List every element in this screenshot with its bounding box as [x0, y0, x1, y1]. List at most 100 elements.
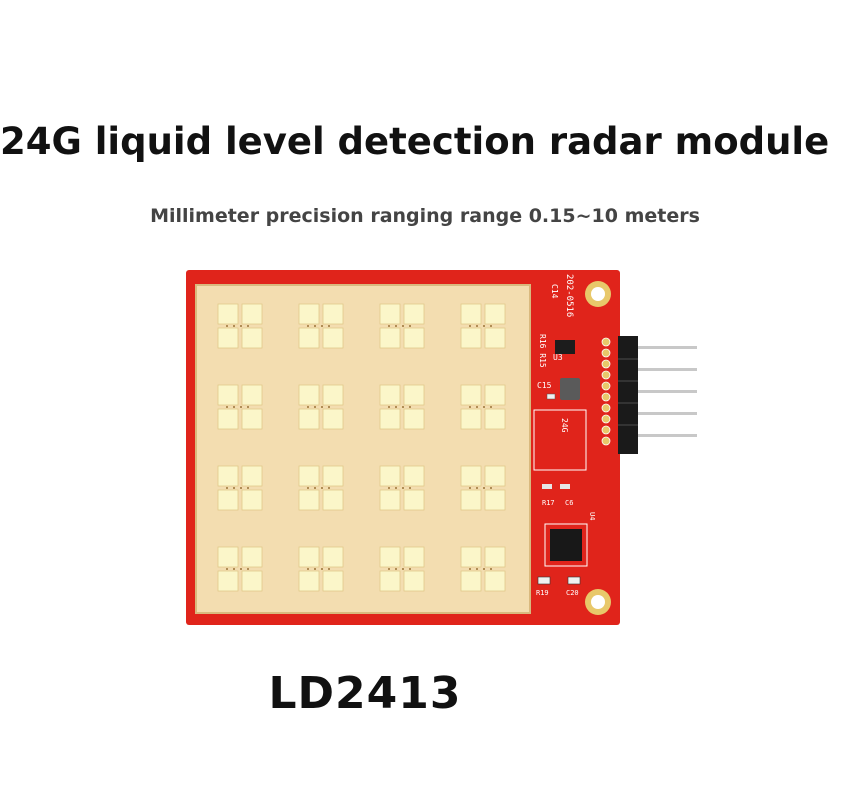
antenna-patch-array — [217, 303, 506, 592]
header-pad — [601, 337, 611, 347]
silk-c14: C14 — [550, 284, 559, 299]
antenna-patch — [217, 546, 239, 568]
antenna-patch-group — [298, 465, 344, 511]
silk-r16-r15: R16 R15 — [538, 334, 547, 368]
feed-via — [240, 487, 242, 489]
feed-via — [307, 406, 309, 408]
antenna-patch — [298, 408, 320, 430]
feed-via — [402, 568, 404, 570]
antenna-patch — [484, 570, 506, 592]
antenna-patch — [379, 570, 401, 592]
feed-via — [490, 406, 492, 408]
header-pad — [601, 414, 611, 424]
antenna-patch — [379, 546, 401, 568]
feed-via — [314, 568, 316, 570]
feed-via — [395, 487, 397, 489]
antenna-patch — [379, 408, 401, 430]
feed-via — [483, 325, 485, 327]
antenna-patch — [403, 408, 425, 430]
antenna-patch — [484, 384, 506, 406]
header-pad — [601, 403, 611, 413]
header-pad — [601, 392, 611, 402]
capacitor-c20 — [567, 576, 581, 585]
feed-via — [233, 487, 235, 489]
antenna-patch-group — [217, 303, 263, 349]
antenna-patch — [322, 489, 344, 511]
feed-via — [476, 568, 478, 570]
model-number: LD2413 — [268, 668, 462, 719]
antenna-patch — [460, 570, 482, 592]
antenna-patch — [241, 327, 263, 349]
feed-via — [490, 568, 492, 570]
antenna-patch — [298, 489, 320, 511]
header-pins — [635, 346, 697, 437]
feed-via — [321, 406, 323, 408]
feed-via — [314, 487, 316, 489]
antenna-patch — [460, 465, 482, 487]
feed-via — [469, 325, 471, 327]
radar-module-photo: 202-0516 C14 R16 R15 U3 C15 24G R17 C6 U… — [180, 262, 700, 630]
feed-via — [328, 325, 330, 327]
antenna-patch — [322, 546, 344, 568]
antenna-patch — [403, 465, 425, 487]
silk-u4: U4 — [588, 512, 596, 520]
antenna-patch — [217, 384, 239, 406]
feed-via — [476, 406, 478, 408]
inductor — [560, 378, 580, 400]
radar-module-board: 202-0516 C14 R16 R15 U3 C15 24G R17 C6 U… — [186, 270, 697, 625]
header-pad — [601, 381, 611, 391]
feed-via — [402, 487, 404, 489]
antenna-patch — [403, 327, 425, 349]
antenna-patch — [241, 408, 263, 430]
feed-via — [233, 325, 235, 327]
header-pad — [601, 359, 611, 369]
antenna-patch-group — [460, 384, 506, 430]
feed-via — [490, 325, 492, 327]
feed-via — [226, 325, 228, 327]
antenna-patch — [217, 570, 239, 592]
pin-header — [618, 336, 638, 454]
antenna-patch — [379, 327, 401, 349]
feed-via — [395, 325, 397, 327]
mounting-hole-top — [585, 281, 611, 307]
feed-via — [388, 568, 390, 570]
antenna-patch-group — [298, 546, 344, 592]
antenna-patch — [298, 327, 320, 349]
antenna-patch — [460, 327, 482, 349]
feed-via — [226, 406, 228, 408]
antenna-patch — [298, 570, 320, 592]
antenna-patch — [484, 408, 506, 430]
antenna-patch — [379, 384, 401, 406]
smd-part — [542, 484, 552, 489]
mcu-chip — [544, 523, 588, 567]
antenna-patch — [241, 384, 263, 406]
antenna-patch-group — [217, 384, 263, 430]
feed-via — [388, 406, 390, 408]
antenna-patch — [322, 408, 344, 430]
feed-via — [483, 487, 485, 489]
feed-via — [483, 568, 485, 570]
antenna-patch-group — [460, 546, 506, 592]
antenna-patch — [241, 570, 263, 592]
feed-via — [476, 325, 478, 327]
antenna-patch — [460, 384, 482, 406]
pin-header-ribs — [618, 358, 638, 426]
antenna-patch — [379, 303, 401, 325]
header-pad — [601, 436, 611, 446]
antenna-patch — [322, 303, 344, 325]
feed-via — [409, 406, 411, 408]
antenna-patch-group — [379, 303, 425, 349]
antenna-patch — [322, 465, 344, 487]
antenna-patch — [322, 384, 344, 406]
antenna-patch — [241, 465, 263, 487]
feed-via — [247, 487, 249, 489]
chip-u3 — [555, 340, 575, 354]
antenna-patch — [460, 303, 482, 325]
silk-r17: R17 — [542, 499, 555, 507]
antenna-patch — [298, 384, 320, 406]
smd-part — [560, 484, 570, 489]
mounting-hole-bottom — [585, 589, 611, 615]
feed-via — [402, 406, 404, 408]
feed-via — [388, 325, 390, 327]
feed-via — [388, 487, 390, 489]
